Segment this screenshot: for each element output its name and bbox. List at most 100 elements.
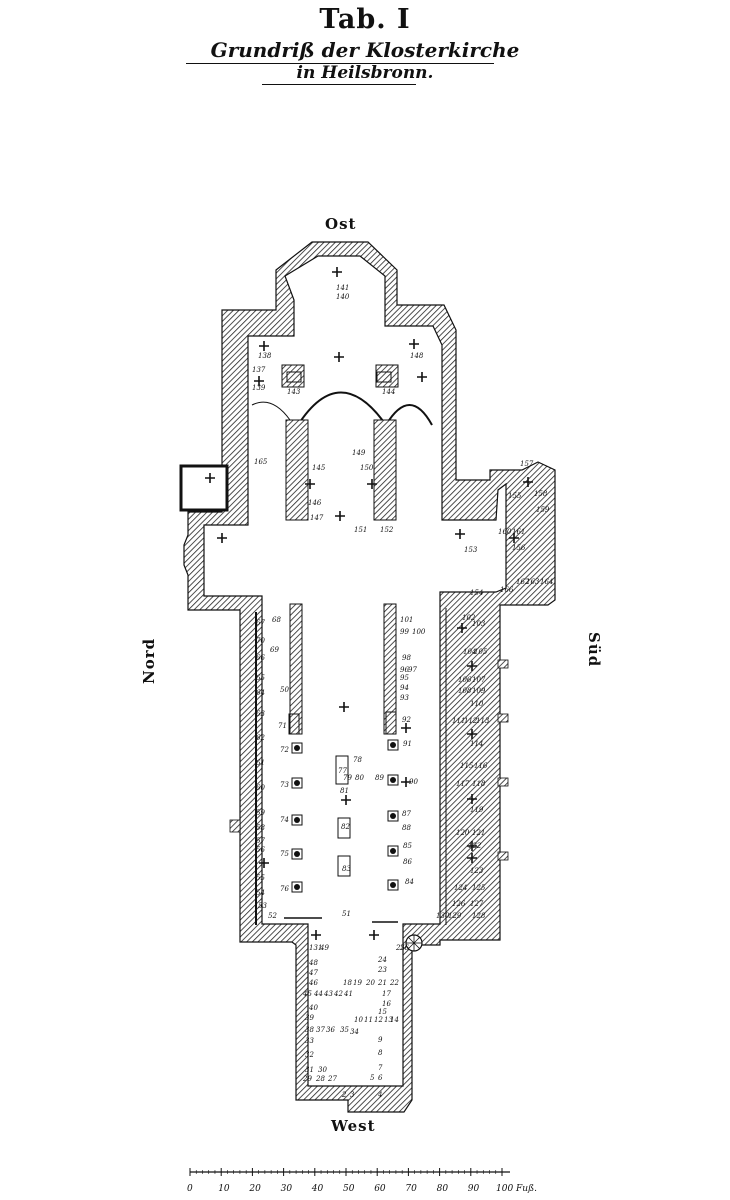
grave-number: 139 [252,384,266,392]
grave-number: 73 [280,781,289,789]
grave-number: 70 [256,637,265,645]
grave-number: 9 [378,1036,383,1044]
cross-icon [401,777,411,787]
cross-icon [401,723,411,733]
grave-number: 54 [256,889,265,897]
grave-number: 164 [540,578,553,586]
cross-icon [335,511,345,521]
grave-number: 29 [302,1075,312,1083]
grave-number: 35 [340,1026,349,1034]
grave-number: 100 [412,628,426,636]
grave-number: 42 [333,990,343,998]
grave-number: 123 [470,867,484,875]
grave-number: 11 [364,1016,373,1024]
grave-number: 166 [500,586,514,594]
grave-number: 102 [462,614,476,622]
pillar [291,848,303,860]
grave-number: 117 [456,780,470,788]
grave-number: 161 [512,528,525,536]
grave-number: 3 [350,1091,355,1099]
cross-icon [259,341,269,351]
grave-number: 140 [336,293,350,301]
grave-number: 24 [377,956,387,964]
grave-number: 7 [378,1064,383,1072]
cross-icon [205,473,215,483]
grave-number: 22 [389,979,399,987]
grave-number: 61 [256,759,265,767]
pillar [291,777,303,789]
grave-crosses [205,267,533,940]
pillar [291,881,303,893]
grave-number: 111 [452,717,465,725]
grave-number: 37 [316,1026,325,1034]
pillar [387,739,399,751]
grave-number: 88 [402,824,411,832]
scale-tick-label: 90 [468,1184,480,1194]
grave-number: 31 [305,1066,314,1074]
grave-number: 129 [448,912,462,920]
pillar [387,879,399,891]
title-underline [186,63,494,64]
grave-number: 154 [470,589,483,597]
pillar [291,814,303,826]
grave-number: 52 [268,912,277,920]
grave-number: 104 [463,648,476,656]
grave-number: 98 [402,654,411,662]
grave-number: 62 [256,734,265,742]
grave-number: 78 [353,756,362,764]
grave-number: 32 [305,1051,314,1059]
grave-number: 66 [256,654,265,662]
grave-number: 96 [400,666,409,674]
grave-number: 5 [370,1074,375,1082]
grave-number: 76 [280,885,289,893]
scale-tick-label: 0 [187,1184,193,1194]
grave-number: 125 [472,884,486,892]
grave-number: 106 [458,676,472,684]
grave-number: 18 [343,979,352,987]
grave-number: 95 [400,674,409,682]
grave-number: 63 [256,710,265,718]
tomb-slabs [288,711,397,877]
grave-number: 43 [323,990,333,998]
grave-number: 156 [512,544,526,552]
grave-number: 145 [312,464,326,472]
grave-number: 116 [474,762,488,770]
cross-icon [341,795,351,805]
grave-number: 14 [390,1016,399,1024]
grave-number: 8 [378,1049,383,1057]
grave-number: 157 [520,460,534,468]
grave-number: 113 [476,717,490,725]
scale-tick-label: 10 [218,1184,230,1194]
grave-number: 97 [408,666,417,674]
grave-number: 39 [305,1014,314,1022]
grave-number: 147 [310,514,324,522]
grave-number: 93 [400,694,409,702]
grave-number: 128 [472,912,486,920]
cross-icon [367,479,377,489]
scale-tick-label: 40 [311,1184,324,1194]
grave-number: 109 [472,687,486,695]
grave-number: 114 [470,740,483,748]
tomb-marker-icon [376,371,392,383]
cross-icon [311,930,321,940]
scale-end-label: 100 Fuß. [496,1184,537,1194]
grave-number: 53 [258,902,267,910]
grave-number: 159 [536,506,550,514]
scale-tick-label: 30 [281,1184,293,1194]
grave-number: 64 [256,689,265,697]
grave-number: 60 [256,784,265,792]
grave-number: 152 [380,526,394,534]
grave-number: 112 [464,717,478,725]
grave-number: 101 [400,616,413,624]
interior-space [203,255,507,1087]
grave-number: 138 [258,352,272,360]
grave-number: 120 [456,829,470,837]
spiral-stair [405,934,423,952]
grave-number: 150 [360,464,374,472]
scale-tick-label: 60 [374,1184,386,1194]
grave-number: 28 [315,1075,325,1083]
scale-tick-label: 20 [248,1184,261,1194]
scale-tick-label: 80 [437,1184,449,1194]
grave-number: 48 [308,959,318,967]
